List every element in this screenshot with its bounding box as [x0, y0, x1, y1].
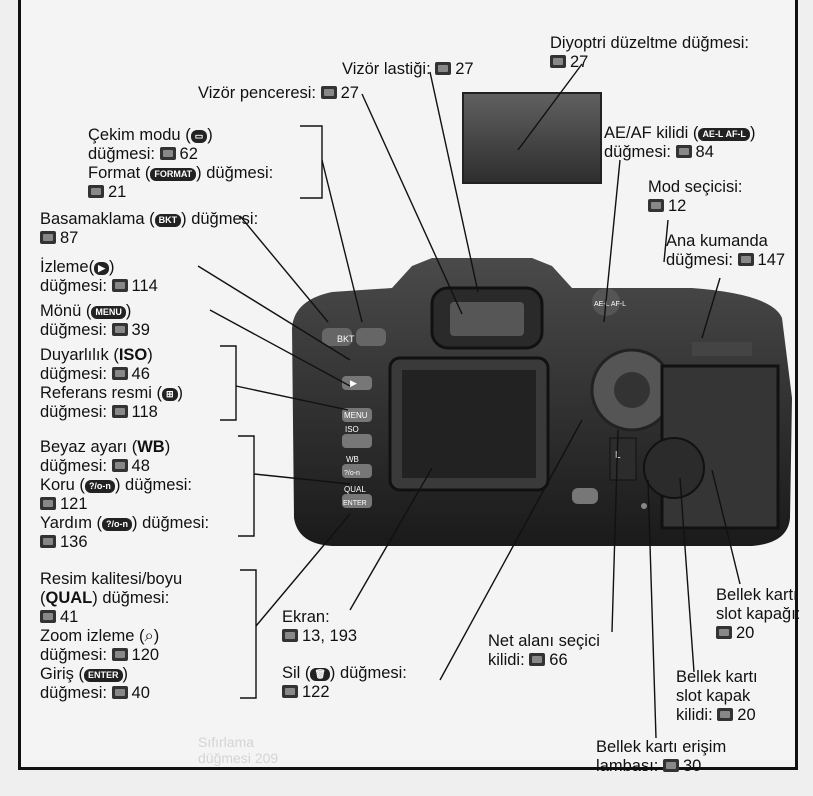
bracket-wb — [238, 436, 254, 536]
bracket-qual — [240, 570, 256, 698]
bracket-cekim — [300, 126, 322, 198]
bracket-iso — [220, 346, 236, 420]
